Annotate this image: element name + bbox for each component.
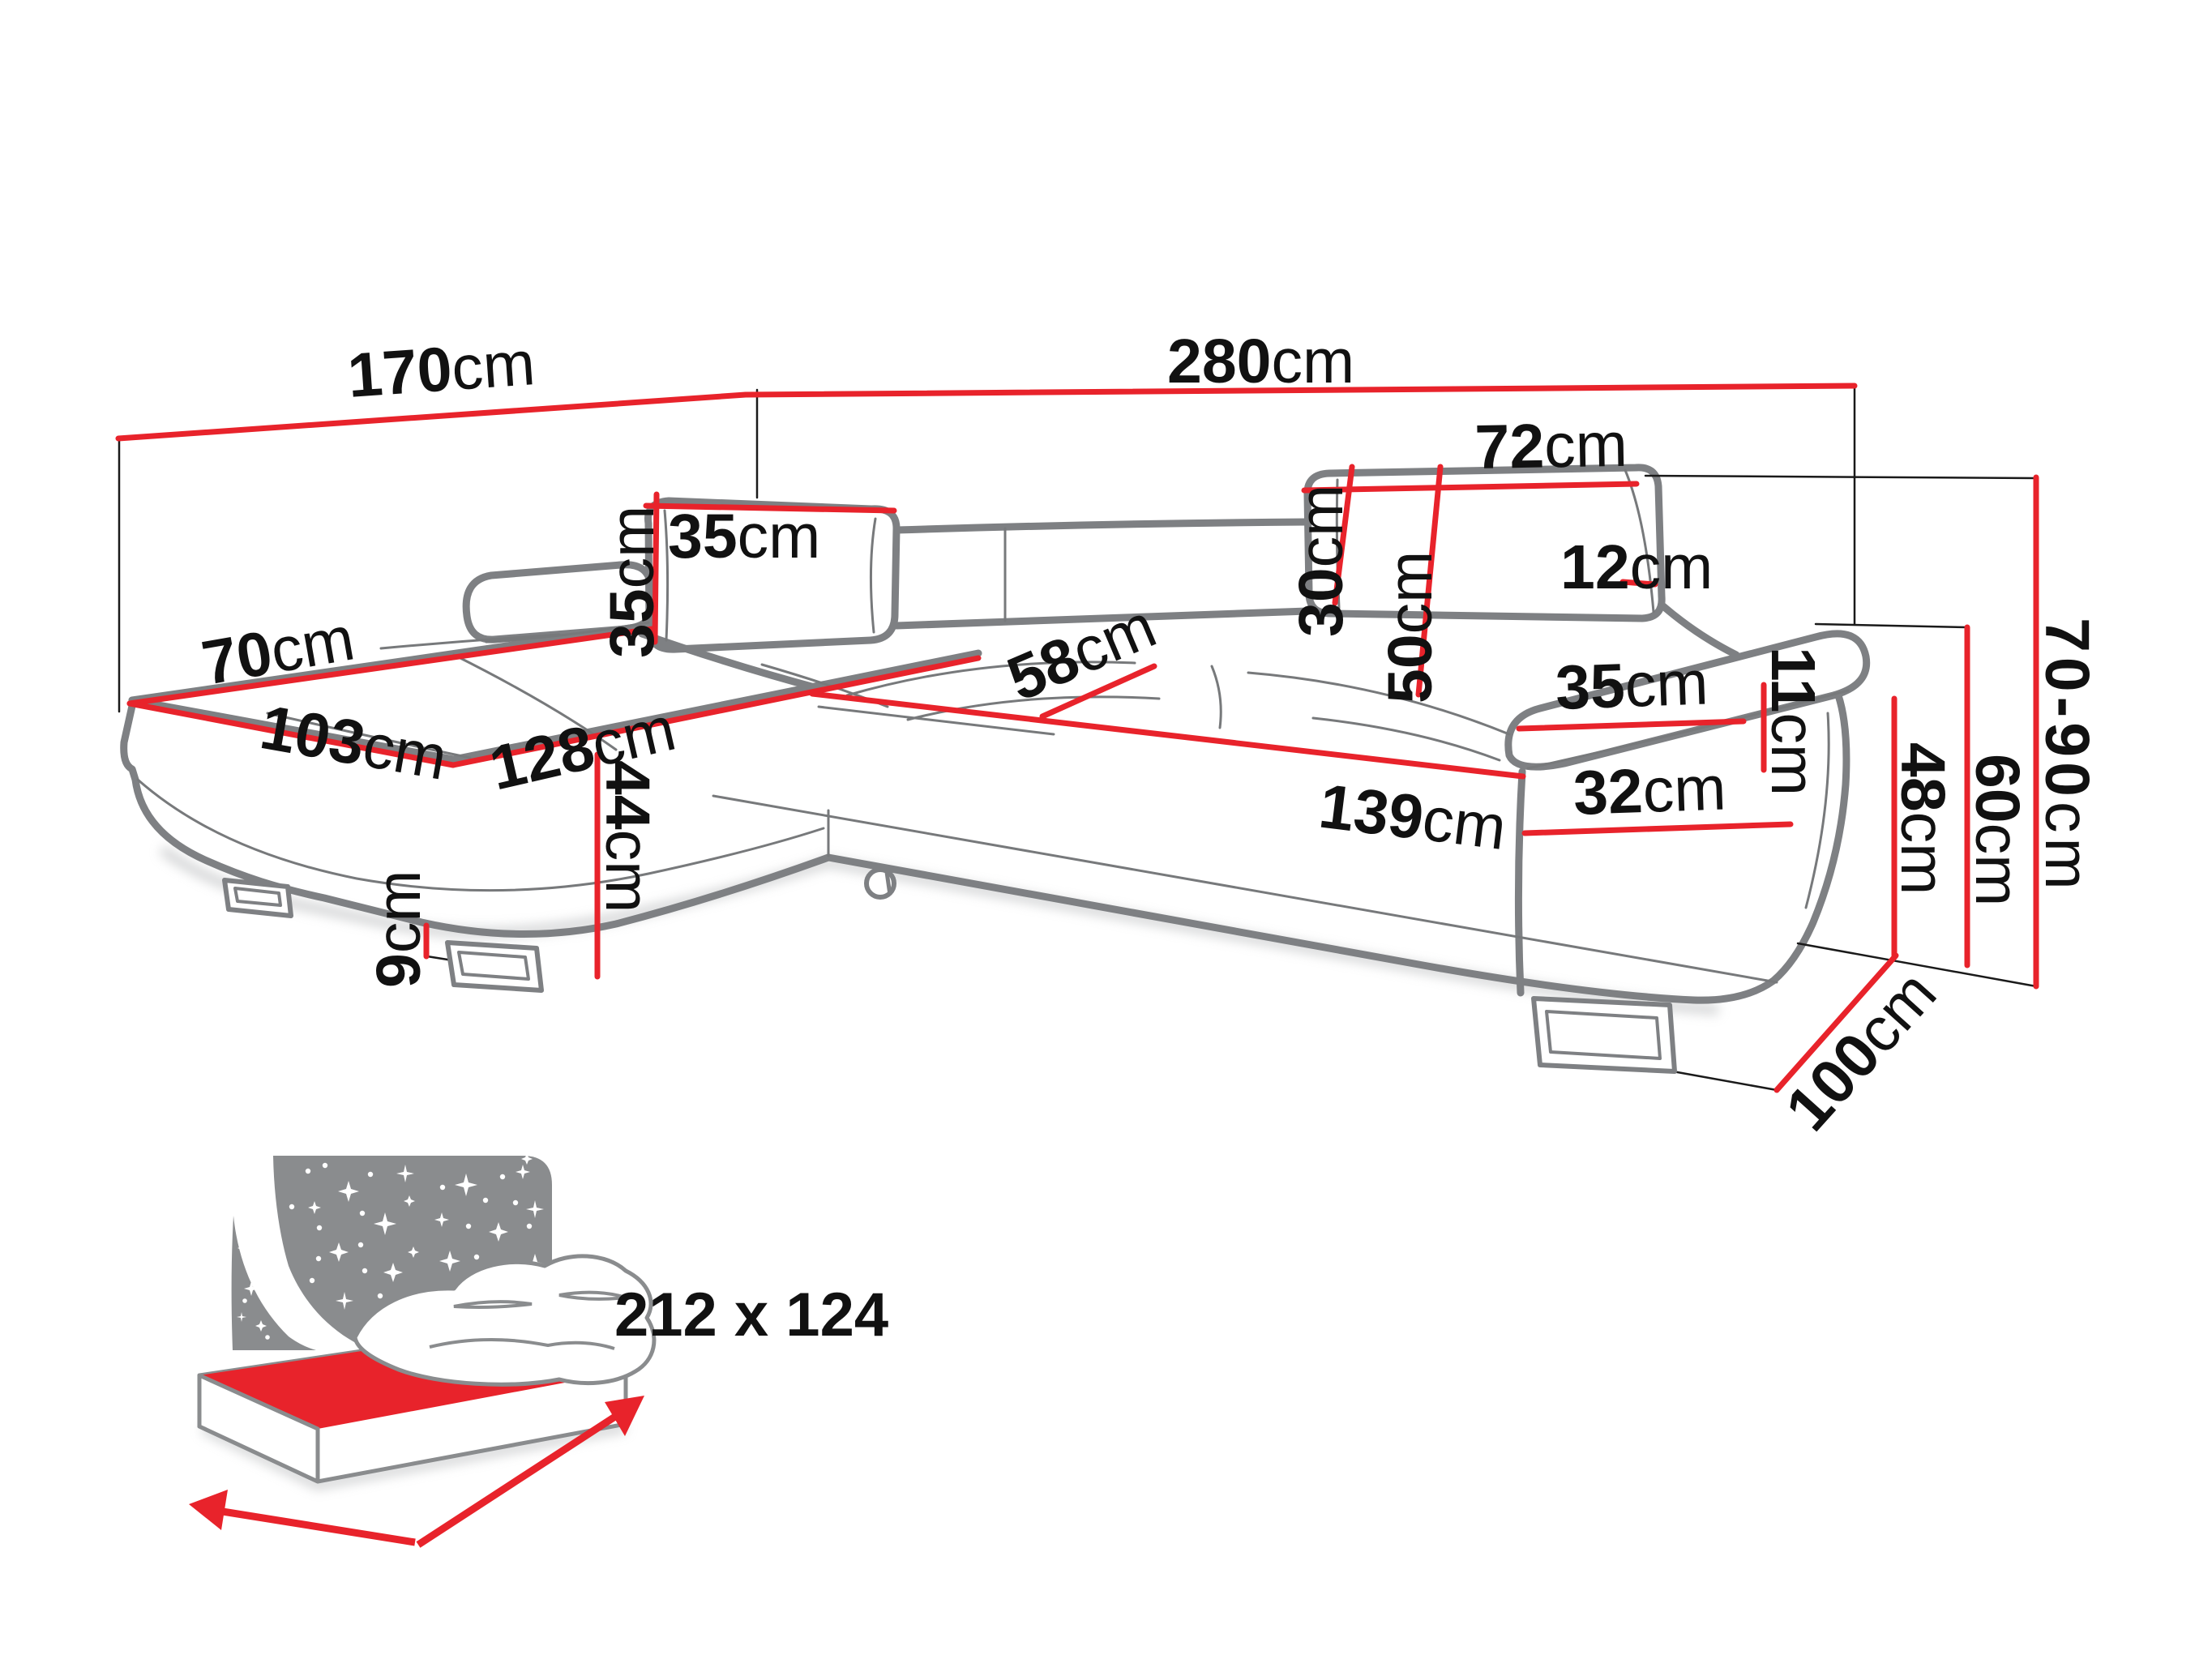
svg-text:50cm: 50cm [1376, 551, 1445, 703]
svg-text:9cm: 9cm [364, 870, 434, 988]
svg-text:60cm: 60cm [1962, 754, 2032, 906]
svg-text:48cm: 48cm [1888, 742, 1957, 895]
svg-text:30cm: 30cm [1286, 485, 1356, 637]
svg-text:280cm: 280cm [1167, 327, 1354, 396]
svg-text:212 x 124: 212 x 124 [614, 1281, 888, 1349]
svg-text:170cm: 170cm [345, 328, 537, 411]
svg-text:103cm: 103cm [255, 692, 452, 793]
svg-text:12cm: 12cm [1560, 532, 1713, 602]
svg-text:35cm: 35cm [1555, 648, 1709, 723]
svg-text:35cm: 35cm [597, 506, 667, 658]
svg-text:11cm: 11cm [1758, 647, 1828, 796]
svg-text:44cm: 44cm [593, 760, 662, 913]
svg-text:70-90cm: 70-90cm [2032, 618, 2102, 895]
svg-text:100cm: 100cm [1773, 958, 1950, 1144]
svg-text:35cm: 35cm [668, 502, 820, 571]
svg-text:72cm: 72cm [1474, 410, 1628, 482]
svg-text:70cm: 70cm [197, 603, 359, 698]
svg-text:139cm: 139cm [1316, 772, 1510, 864]
svg-text:32cm: 32cm [1572, 753, 1727, 828]
